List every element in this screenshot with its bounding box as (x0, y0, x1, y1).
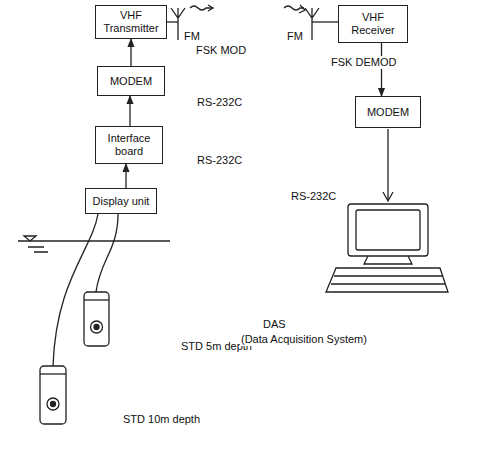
water-surface (18, 240, 170, 241)
box-label: MODEM (367, 106, 409, 119)
radio-wave (190, 6, 212, 10)
signal-label: DAS (262, 318, 287, 331)
signal-arrow (130, 39, 131, 66)
computer-monitor (348, 204, 428, 256)
box-label: VHF Transmitter (101, 9, 161, 34)
data-arrow-head (383, 192, 393, 201)
antenna-feed (312, 21, 338, 22)
computer-screen (356, 210, 420, 250)
sensor-port (94, 325, 99, 330)
antenna-feed (166, 21, 178, 22)
water-level-symbol (24, 236, 36, 241)
data-line (387, 129, 388, 200)
signal-label: FM (286, 30, 304, 43)
signal-label: (Data Acquisition System) (240, 333, 368, 346)
signal-label: FSK MOD (195, 44, 247, 57)
sensor-cable (96, 214, 118, 292)
sensor-window (91, 321, 103, 333)
sensor-band (84, 299, 109, 300)
process-box: VHF Transmitter (95, 5, 167, 39)
sensor-window (47, 398, 59, 410)
sensor-band (40, 373, 66, 374)
std-sensor (40, 366, 66, 424)
signal-label: RS-232C (290, 190, 337, 203)
water-mark (28, 247, 48, 252)
computer-keyboard (326, 268, 448, 292)
computer-stand (364, 256, 412, 264)
box-label: VHF Receiver (344, 11, 402, 36)
radio-wave-head (299, 5, 305, 13)
process-box: Interface board (95, 126, 163, 164)
process-box: VHF Receiver (338, 5, 408, 43)
sensor-cable (53, 214, 98, 366)
box-label: MODEM (110, 75, 152, 88)
signal-label: FSK DEMOD (330, 56, 397, 69)
process-box: Display unit (85, 188, 157, 214)
signal-label: RS-232C (196, 96, 243, 109)
signal-arrow (129, 96, 130, 126)
box-label: Interface board (101, 132, 157, 157)
signal-label: STD 10m depth (122, 413, 201, 426)
signal-arrow (381, 43, 382, 96)
std-sensor (84, 292, 109, 346)
sensor-port (51, 402, 56, 407)
signal-arrow (125, 164, 126, 188)
signal-label: FM (183, 30, 201, 43)
process-box: MODEM (97, 66, 165, 96)
box-label: Display unit (93, 195, 150, 208)
signal-label: RS-232C (196, 154, 243, 167)
keyboard-rows (331, 276, 445, 284)
radio-wave-head (208, 5, 213, 11)
process-box: MODEM (355, 96, 421, 128)
antenna (305, 8, 319, 40)
